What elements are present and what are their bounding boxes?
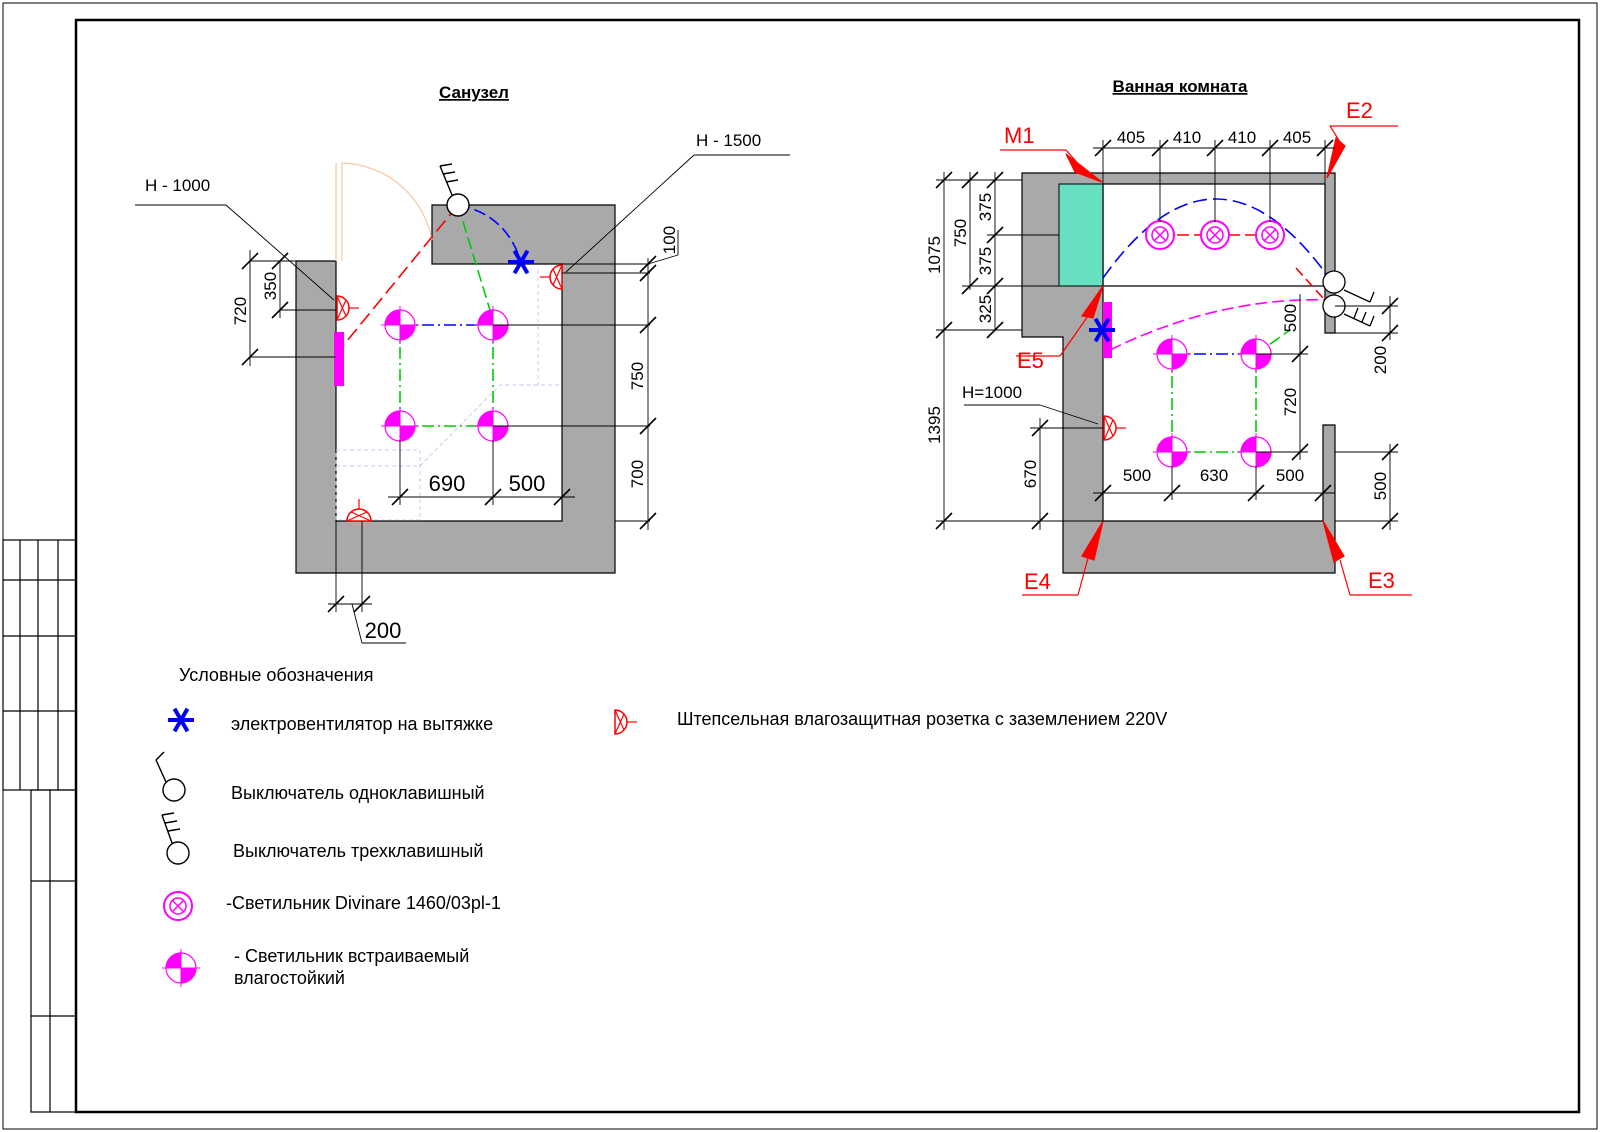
bath-recessed-lamp	[1152, 432, 1192, 472]
wc-switch-three-key-icon	[439, 163, 470, 217]
wc-dim-690: 690	[429, 471, 466, 496]
bath-walls	[1021, 172, 1336, 574]
section-markers	[1000, 125, 1412, 596]
side-stamp	[2, 539, 77, 1113]
wc-door	[335, 162, 433, 261]
marker-e5: Е5	[1017, 348, 1044, 373]
legend-recessed-lamp-icon	[161, 948, 201, 988]
bath-dim-375a: 375	[976, 193, 995, 221]
bath-dim-top-410b: 410	[1228, 128, 1256, 147]
wc-dim-500: 500	[509, 471, 546, 496]
bath-title: Ванная комната	[1113, 77, 1248, 96]
bath-divinare-lamp	[1200, 220, 1230, 250]
wc-dimension-lines	[249, 230, 679, 644]
legend-socket-icon	[614, 709, 638, 735]
wc-dim-720: 720	[231, 297, 250, 325]
legend-switch-one-key-label: Выключатель одноклавишный	[231, 783, 485, 803]
bath-divinare-lamp	[1145, 220, 1175, 250]
wc-walls	[295, 204, 616, 574]
legend-recessed-label-2: влагостойкий	[234, 968, 345, 988]
bath-dim-375b: 375	[976, 247, 995, 275]
wc-dim-700: 700	[628, 460, 647, 488]
bath-dim-670: 670	[1021, 460, 1040, 488]
bath-switch-icons	[1322, 270, 1375, 327]
bath-height-label: Н=1000	[962, 383, 1022, 402]
legend-heading: Условные обозначения	[179, 665, 373, 685]
wc-dim-350: 350	[261, 272, 280, 300]
wc-socket-left	[336, 295, 360, 321]
bath-dim-1395: 1395	[925, 406, 944, 444]
bath-divinare-lamp	[1255, 220, 1285, 250]
wc-height-right-label: Н - 1500	[696, 131, 761, 150]
legend-switch-three-key-label: Выключатель трехклавишный	[233, 841, 483, 861]
bath-dim-top-410a: 410	[1173, 128, 1201, 147]
marker-e2: Е2	[1346, 98, 1373, 123]
marker-e3: Е3	[1368, 568, 1395, 593]
bath-dim-bottom-500a: 500	[1123, 466, 1151, 485]
bath-dim-1075: 1075	[925, 236, 944, 274]
marker-e4: Е4	[1024, 569, 1051, 594]
bath-dim-right-500b: 500	[1371, 472, 1390, 500]
wc-recessed-lamp	[380, 406, 420, 446]
legend-switch-three-key-icon	[161, 812, 190, 865]
legend-fan-label: электровентилятор на вытяжке	[231, 714, 493, 734]
bath-dim-top-405a: 405	[1117, 128, 1145, 147]
legend-fan-icon	[166, 706, 196, 734]
bath-dim-bottom-630: 630	[1200, 466, 1228, 485]
marker-m1: М1	[1004, 123, 1035, 148]
wc-socket-right	[539, 264, 563, 290]
legend-socket-label: Штепсельная влагозащитная розетка с зазе…	[677, 709, 1167, 729]
wc-height-left-label: Н - 1000	[145, 176, 210, 195]
legend-switch-one-key-icon	[155, 751, 186, 802]
wc-dim-750: 750	[628, 362, 647, 390]
bath-recessed-lamp	[1152, 334, 1192, 374]
wc-fixtures	[335, 270, 560, 521]
bath-dim-right-500: 500	[1281, 304, 1300, 332]
wc-recessed-lamp	[380, 305, 420, 345]
legend-recessed-label-1: - Светильник встраиваемый	[234, 946, 469, 966]
bath-dim-top-405b: 405	[1283, 128, 1311, 147]
bath-dim-right-720: 720	[1281, 388, 1300, 416]
wc-towel-heater	[334, 332, 344, 386]
bath-dim-325: 325	[976, 295, 995, 323]
legend-divinare-lamp-icon	[163, 891, 193, 921]
wc-leaders	[135, 154, 790, 301]
bath-dim-750: 750	[951, 219, 970, 247]
wc-dim-100: 100	[660, 226, 679, 254]
bath-socket	[1103, 415, 1127, 441]
wc-title: Санузел	[439, 83, 509, 102]
legend-divinare-label: -Светильник Divinare 1460/03pl-1	[226, 893, 501, 913]
wc-dim-200: 200	[365, 618, 402, 643]
bath-dim-right-200: 200	[1371, 346, 1390, 374]
bath-dim-bottom-500b: 500	[1276, 466, 1304, 485]
wc-socket-bottom	[346, 498, 372, 522]
